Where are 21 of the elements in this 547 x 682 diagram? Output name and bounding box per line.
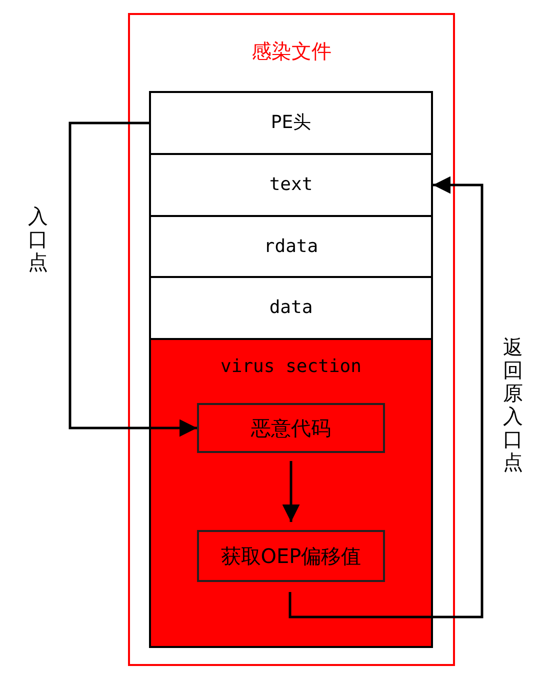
box-label: virus section [220, 356, 362, 378]
process-box [197, 530, 385, 582]
process-box [197, 403, 385, 453]
section-box [149, 153, 433, 217]
box-label: text [268, 174, 314, 196]
edge-label: 返回原入口点 [502, 336, 524, 474]
file-frame [128, 13, 455, 666]
section-box [149, 91, 433, 155]
box-label: data [268, 297, 314, 319]
frame-title: 感染文件 [250, 39, 332, 63]
section-box [149, 215, 433, 278]
box-label: 获取OEP偏移值 [220, 544, 362, 568]
box-label: PE头 [270, 112, 312, 134]
arrow [282, 461, 300, 522]
edge-label: 入口点 [27, 205, 49, 274]
box-label: rdata [262, 236, 320, 258]
arrow [288, 176, 484, 618]
box-label: 恶意代码 [250, 416, 332, 440]
virus-section-box [149, 338, 433, 648]
arrow [68, 122, 197, 437]
section-box [149, 276, 433, 340]
